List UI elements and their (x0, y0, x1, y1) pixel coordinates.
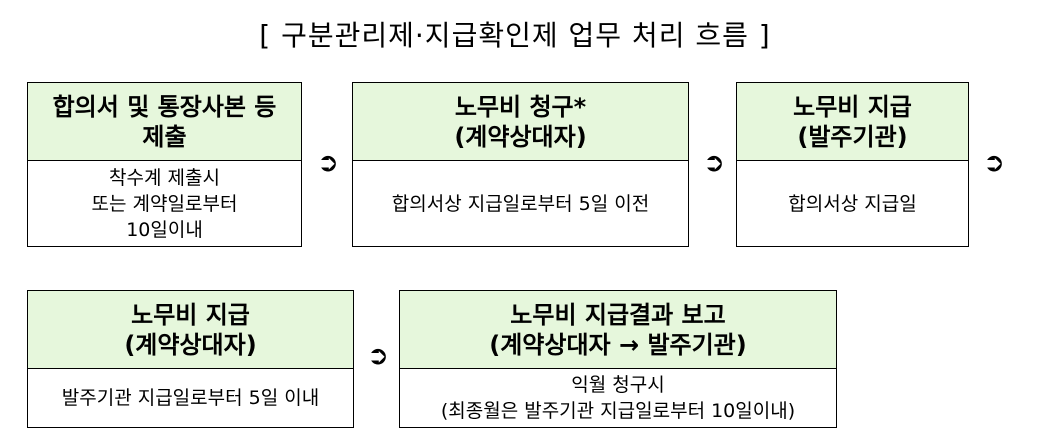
step-header-line: 노무비 지급 (131, 300, 250, 329)
step-header: 노무비 청구* (계약상대자) (353, 83, 688, 161)
step-body-line: 익월 청구시 (571, 374, 665, 396)
step-header-line: (계약상대자) (454, 122, 587, 151)
step-box-payment-result-report: 노무비 지급결과 보고 (계약상대자 → 발주기관) 익월 청구시 (최종월은 … (399, 290, 837, 428)
arrow-right-icon: ➲ (317, 148, 339, 178)
arrow-right-icon: ➲ (367, 341, 389, 371)
step-box-labor-cost-claim: 노무비 청구* (계약상대자) 합의서상 지급일로부터 5일 이전 (352, 82, 689, 247)
step-body: 합의서상 지급일로부터 5일 이전 (353, 161, 688, 246)
step-header-line: (발주기관) (797, 122, 908, 151)
arrow-right-icon: ➲ (983, 148, 1005, 178)
step-body: 발주기관 지급일로부터 5일 이내 (28, 369, 353, 427)
diagram-title: [ 구분관리제·지급확인제 업무 처리 흐름 ] (259, 19, 771, 52)
step-header-line: 제출 (142, 122, 187, 151)
step-body-line: 착수계 제출시 (109, 166, 220, 189)
step-header: 합의서 및 통장사본 등 제출 (28, 83, 301, 161)
step-body: 익월 청구시 (최종월은 발주기관 지급일로부터 10일이내) (400, 369, 836, 427)
step-body-line: 발주기관 지급일로부터 5일 이내 (61, 387, 320, 409)
step-header: 노무비 지급 (발주기관) (737, 83, 968, 161)
step-header: 노무비 지급결과 보고 (계약상대자 → 발주기관) (400, 291, 836, 369)
step-header-line: (계약상대자 → 발주기관) (489, 330, 747, 359)
step-body: 착수계 제출시 또는 계약일로부터 10일이내 (28, 161, 301, 246)
step-header-line: 합의서 및 통장사본 등 (52, 92, 277, 121)
step-body-line: 10일이내 (126, 218, 203, 241)
arrow-right-icon: ➲ (703, 148, 725, 178)
step-body: 합의서상 지급일 (737, 161, 968, 246)
step-header-line: 노무비 지급 (793, 92, 912, 121)
step-body-line: (최종월은 발주기관 지급일로부터 10일이내) (440, 400, 796, 422)
step-header: 노무비 지급 (계약상대자) (28, 291, 353, 369)
step-box-submit-agreement: 합의서 및 통장사본 등 제출 착수계 제출시 또는 계약일로부터 10일이내 (27, 82, 302, 247)
step-header-line: 노무비 청구* (454, 92, 587, 121)
step-body-line: 합의서상 지급일 (788, 192, 917, 215)
step-header-line: 노무비 지급결과 보고 (510, 300, 726, 329)
step-body-line: 또는 계약일로부터 (91, 192, 238, 215)
step-box-labor-cost-payment-contractor: 노무비 지급 (계약상대자) 발주기관 지급일로부터 5일 이내 (27, 290, 354, 428)
step-box-labor-cost-payment-owner: 노무비 지급 (발주기관) 합의서상 지급일 (736, 82, 969, 247)
step-body-line: 합의서상 지급일로부터 5일 이전 (391, 192, 650, 215)
step-header-line: (계약상대자) (124, 330, 257, 359)
